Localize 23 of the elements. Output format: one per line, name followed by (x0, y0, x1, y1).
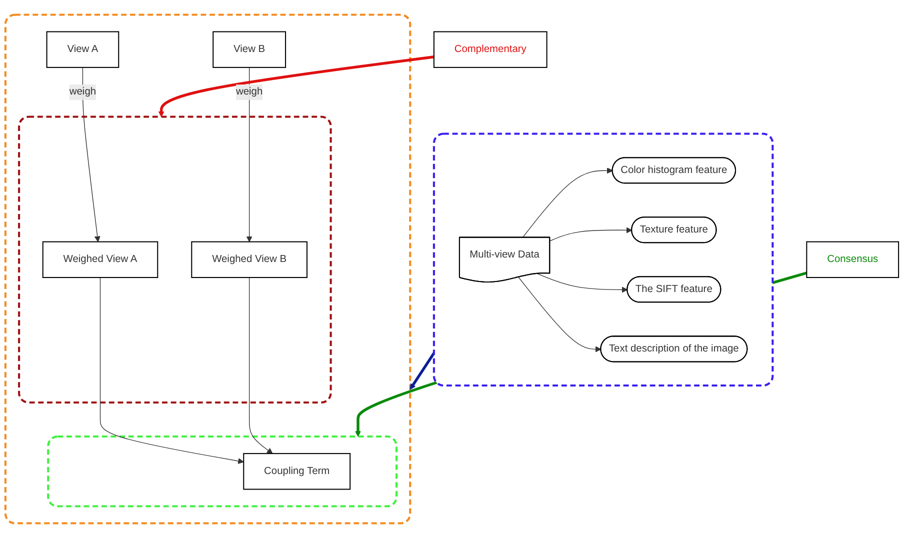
cluster (432, 132, 774, 387)
arrow (248, 277, 273, 454)
edge-label: weigh (69, 86, 96, 98)
cluster (18, 116, 332, 404)
edge-label: weigh (236, 86, 263, 98)
arrow (158, 56, 434, 118)
arrow (550, 227, 632, 242)
node-box: Weighed View A (42, 241, 158, 278)
arrow (522, 168, 613, 238)
node-box: View B (212, 31, 286, 68)
node-box: View A (46, 31, 120, 68)
arrow (100, 277, 244, 464)
node-box: Weighed View B (191, 241, 308, 278)
arrow (537, 273, 628, 293)
arrow (82, 67, 100, 242)
cluster (47, 436, 398, 508)
node-box: Consensus (806, 241, 900, 278)
node-box: Coupling Term (243, 453, 351, 490)
arrow (410, 352, 436, 390)
node-box: Complementary (433, 31, 548, 68)
arrow (246, 67, 252, 242)
arrow (518, 276, 602, 352)
cluster (4, 14, 412, 524)
